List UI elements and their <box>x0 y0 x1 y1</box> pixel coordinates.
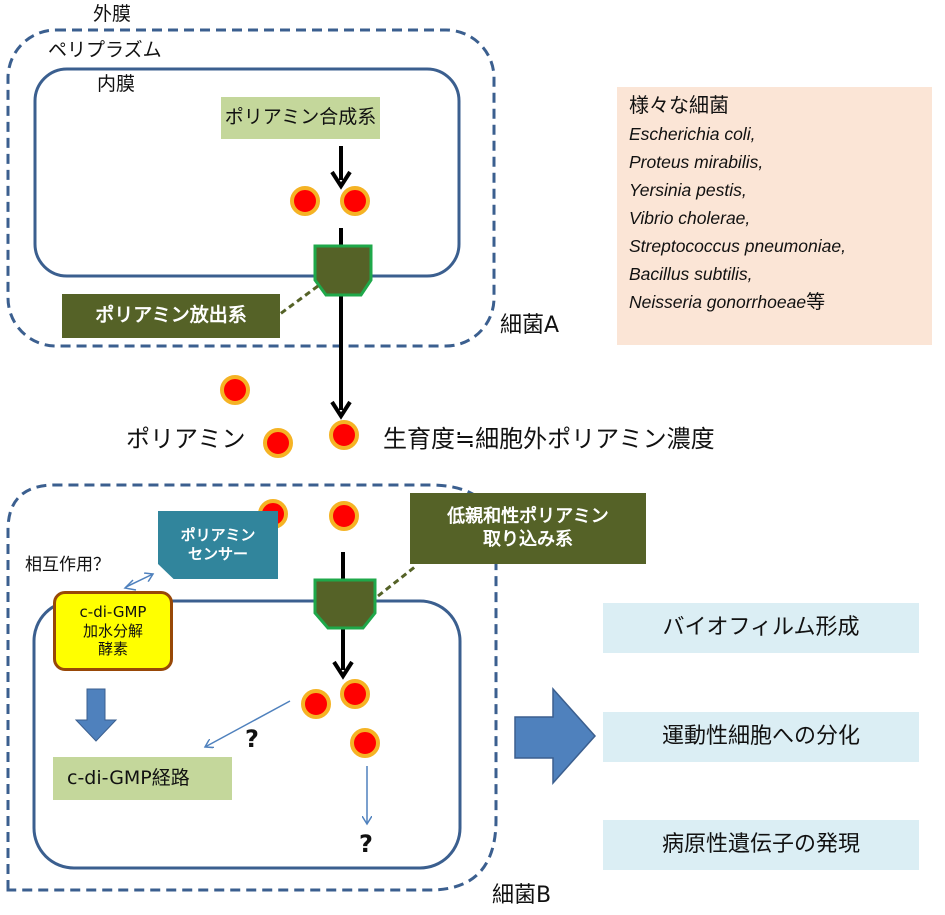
polyamine-synthesis-label: ポリアミン合成系 <box>224 106 377 129</box>
unknown-mark-1: ? <box>245 725 259 753</box>
uptake-transporter <box>313 578 377 630</box>
species-panel-title: 様々な細菌 <box>629 93 729 117</box>
interaction-arrow-tail <box>123 579 137 591</box>
unknown-mark-2: ? <box>359 830 373 858</box>
polyamine-molecule <box>350 728 380 758</box>
species-item: Neisseria gonorrhoeae <box>629 292 807 312</box>
polyamine-molecule <box>263 428 293 458</box>
outcome-motility: 運動性細胞への分化 <box>603 712 919 762</box>
outer-membrane-label: 外膜 <box>93 3 132 25</box>
outcome-biofilm: バイオフィルム形成 <box>603 603 919 653</box>
outcome-virulence: 病原性遺伝子の発現 <box>603 820 919 870</box>
polyamine-synthesis-box: ポリアミン合成系 <box>221 97 380 139</box>
species-item-last: Neisseria gonorrhoeae等 <box>629 288 932 317</box>
release-callout-line <box>279 284 319 316</box>
unknown-path-arrow-1 <box>205 700 291 747</box>
pde-label-line3: 酵素 <box>97 640 128 659</box>
polyamine-molecule <box>329 501 359 531</box>
bacterium-a-outer-membrane <box>6 28 496 348</box>
c-di-gmp-hydrolase-box: c-di-GMP 加水分解 酵素 <box>53 591 173 671</box>
uptake-label-line2: 取り込み系 <box>482 528 573 550</box>
polyamine-molecule <box>329 420 359 450</box>
low-affinity-uptake-box: 低親和性ポリアミン 取り込み系 <box>410 493 646 564</box>
polyamine-label: ポリアミン <box>126 425 246 453</box>
uptake-arrow-head <box>332 660 354 680</box>
outcome-label: バイオフィルム形成 <box>662 615 860 641</box>
release-transporter <box>313 244 373 297</box>
species-item: Vibrio cholerae, <box>629 208 751 228</box>
bacterium-a-inner-membrane <box>33 67 461 278</box>
outcome-label: 運動性細胞への分化 <box>661 724 860 750</box>
polyamine-molecule <box>301 689 331 719</box>
interaction-double-arrow <box>125 574 153 588</box>
species-item: Bacillus subtilis, <box>629 264 753 284</box>
species-item: Escherichia coli, <box>629 124 756 144</box>
c-di-gmp-pathway-box: c-di-GMP経路 <box>53 757 232 800</box>
species-panel: 様々な細菌 Escherichia coli, Proteus mirabili… <box>617 87 932 345</box>
interaction-label: 相互作用？ <box>25 555 110 575</box>
species-item: Proteus mirabilis, <box>629 152 764 172</box>
polyamine-sensor-box: ポリアミン センサー <box>158 511 278 579</box>
polyamine-molecule <box>220 375 250 405</box>
polyamine-molecules <box>220 186 380 758</box>
polyamine-molecule <box>340 186 370 216</box>
species-item: Yersinia pestis, <box>629 180 747 200</box>
species-etc-suffix: 等 <box>806 292 826 313</box>
polyamine-molecule <box>340 679 370 709</box>
growth-relation-label: 生育度≒細胞外ポリアミン濃度 <box>383 425 715 453</box>
periplasm-label: ペリプラズム <box>48 39 162 61</box>
pde-label-line2: 加水分解 <box>82 621 143 640</box>
species-item: Streptococcus pneumoniae, <box>629 236 846 256</box>
release-arrow-head <box>330 400 352 420</box>
uptake-callout-line <box>377 564 417 598</box>
outcome-arrow <box>514 687 597 785</box>
polyamine-release-label: ポリアミン放出系 <box>95 304 247 327</box>
inner-membrane-label: 内膜 <box>97 73 136 95</box>
pde-to-pathway-arrow <box>74 688 118 742</box>
polyamine-release-box: ポリアミン放出系 <box>62 294 280 338</box>
bacterium-b-label: 細菌B <box>492 883 552 908</box>
bacterium-a-label: 細菌A <box>500 313 560 338</box>
pde-label-line1: c-di-GMP <box>79 602 147 621</box>
bacterium-b-inner-membrane <box>32 599 462 870</box>
sensor-label-line2: センサー <box>187 545 248 563</box>
c-di-gmp-pathway-label: c-di-GMP経路 <box>67 766 190 789</box>
synthesis-arrow-head <box>330 170 352 190</box>
uptake-label-line1: 低親和性ポリアミン <box>447 506 609 527</box>
sensor-label-line1: ポリアミン <box>180 526 256 545</box>
polyamine-molecule <box>290 186 320 216</box>
outcome-label: 病原性遺伝子の発現 <box>661 832 860 858</box>
